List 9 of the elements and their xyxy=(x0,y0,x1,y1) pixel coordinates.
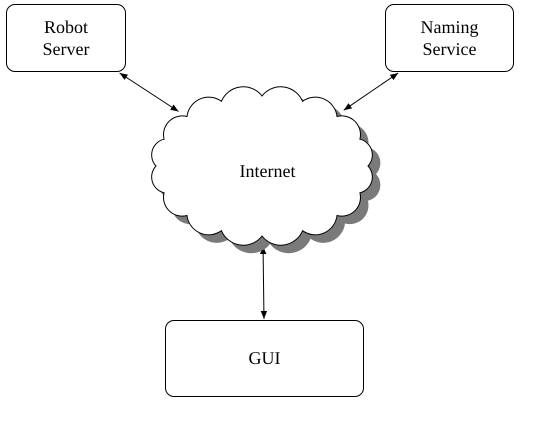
node-label: Internet xyxy=(240,160,296,182)
node-label: Robot Server xyxy=(42,16,90,60)
arrow xyxy=(343,72,399,111)
arrow xyxy=(119,72,180,112)
node-label: GUI xyxy=(248,347,280,370)
process-box xyxy=(165,320,364,397)
process-box xyxy=(385,4,514,72)
process-box xyxy=(6,4,126,72)
node-label: Naming Service xyxy=(420,16,480,60)
